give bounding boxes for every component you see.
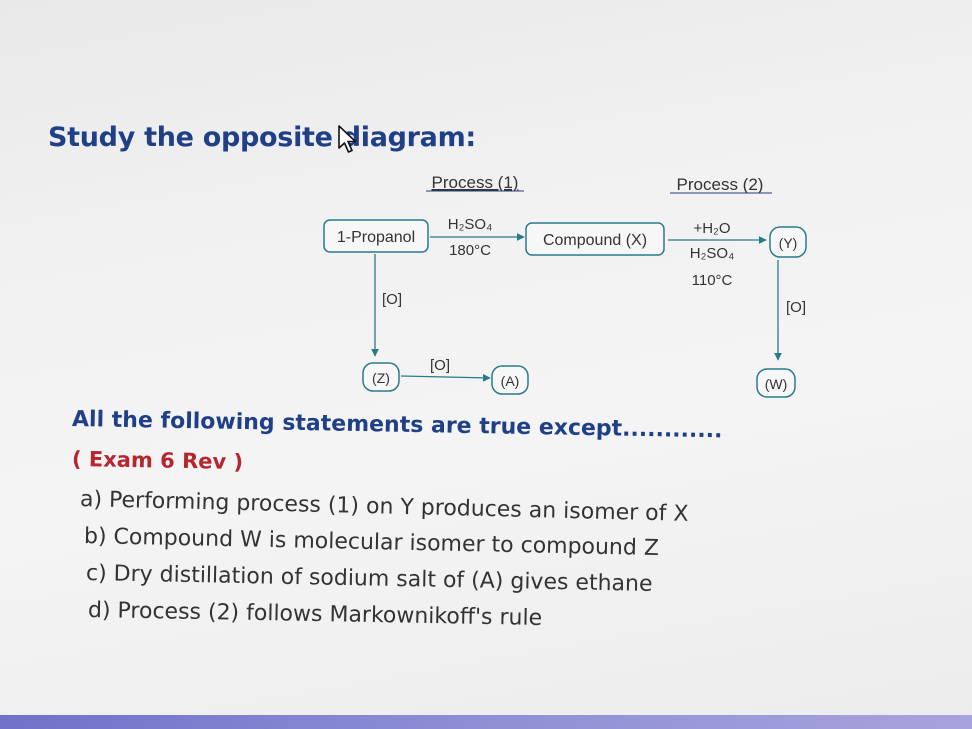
oxidation-left-label: [O] xyxy=(382,291,402,308)
oxidation-bottom-arrow xyxy=(400,373,491,382)
option-b[interactable]: b) Compound W is molecular isomer to com… xyxy=(83,524,660,562)
compound-w-box: (W) xyxy=(756,368,796,398)
compound-x-label: Compound (X) xyxy=(543,232,647,249)
bottom-bar xyxy=(0,715,972,729)
process1-condition: 180°C xyxy=(449,242,491,259)
compound-z-label: (Z) xyxy=(372,370,390,386)
question-text: All the following statements are true ex… xyxy=(71,407,723,444)
compound-x-box: Compound (X) xyxy=(525,222,665,256)
propanol-label: 1-Propanol xyxy=(337,229,415,246)
process1-reagent: H₂SO₄ xyxy=(448,216,492,233)
process2-label: Process (2) xyxy=(677,175,764,194)
process2-reagent-mid: H₂SO₄ xyxy=(690,245,734,262)
option-a[interactable]: a) Performing process (1) on Y produces … xyxy=(79,487,689,527)
compound-y-box: (Y) xyxy=(769,226,807,258)
option-d[interactable]: d) Process (2) follows Markownikoff's ru… xyxy=(87,598,543,631)
page-title: Study the opposite diagram: xyxy=(48,122,476,153)
oxidation-right-label: [O] xyxy=(786,299,806,316)
process2-condition: 110°C xyxy=(692,272,733,289)
compound-a-label: (A) xyxy=(501,373,520,389)
compound-w-label: (W) xyxy=(765,376,788,392)
process2-reagent-top: +H₂O xyxy=(693,220,730,237)
process1-label: Process (1) xyxy=(432,173,519,192)
exam-tag: ( Exam 6 Rev ) xyxy=(71,447,244,474)
compound-y-label: (Y) xyxy=(779,235,798,251)
compound-z-box: (Z) xyxy=(362,362,400,392)
option-c[interactable]: c) Dry distillation of sodium salt of (A… xyxy=(85,561,653,597)
reaction-diagram: Process (1) Process (2) 1-Propanol H₂SO₄… xyxy=(323,173,807,398)
mouse-cursor-icon xyxy=(338,125,357,153)
oxidation-bottom-label: [O] xyxy=(430,357,450,374)
propanol-box: 1-Propanol xyxy=(323,219,429,253)
compound-a-box: (A) xyxy=(491,365,529,395)
